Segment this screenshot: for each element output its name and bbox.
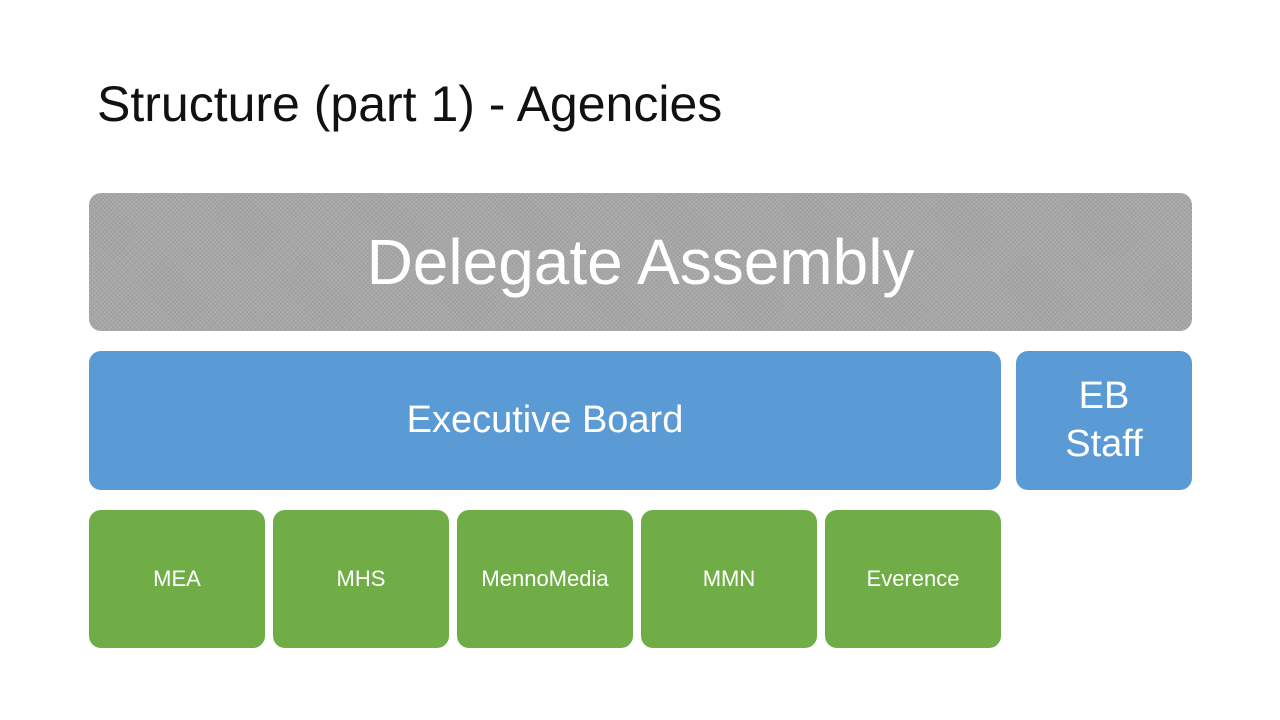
- delegate-assembly-label: Delegate Assembly: [366, 226, 915, 298]
- eb-staff-label-line2: Staff: [1065, 422, 1143, 465]
- agency-box-mmn: MMN: [641, 510, 817, 648]
- executive-board-label: Executive Board: [406, 399, 684, 441]
- agency-box-mea: MEA: [89, 510, 265, 648]
- executive-board-box: Executive Board: [89, 351, 1001, 490]
- eb-staff-box: EB Staff: [1016, 351, 1192, 490]
- agency-box-mhs: MHS: [273, 510, 449, 648]
- agency-label: MEA: [153, 566, 201, 591]
- delegate-assembly-box: Delegate Assembly: [89, 193, 1192, 331]
- agency-label: MennoMedia: [481, 566, 609, 591]
- agency-label: MMN: [702, 566, 756, 591]
- slide-title: Structure (part 1) - Agencies: [97, 76, 723, 132]
- agency-label: Everence: [866, 566, 960, 591]
- agency-label: MHS: [336, 566, 386, 591]
- eb-staff-label-line1: EB: [1078, 375, 1130, 417]
- agency-box-everence: Everence: [825, 510, 1001, 648]
- agency-box-mennomedia: MennoMedia: [457, 510, 633, 648]
